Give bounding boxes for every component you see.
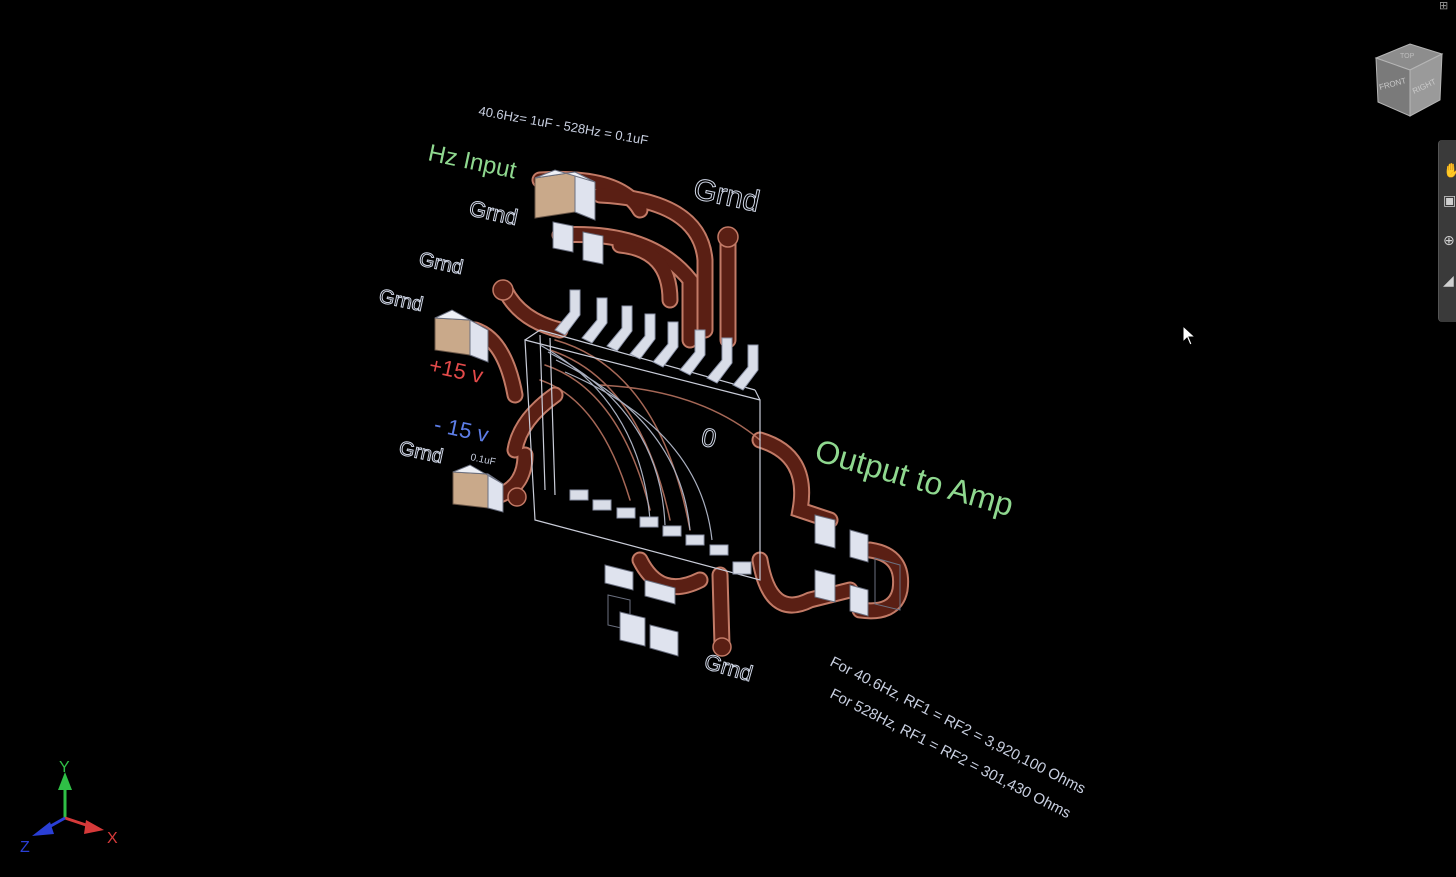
grnd-bottom-label: Grnd	[702, 649, 756, 687]
capacitor-hz-input[interactable]	[534, 169, 596, 221]
note2-label: For 528Hz, RF1 = RF2 = 301,430 Ohms	[827, 685, 1073, 822]
view-cube-right-face[interactable]	[1409, 53, 1443, 117]
pan-hand-icon[interactable]: ✋	[1443, 163, 1456, 179]
mouse-cursor-icon	[1182, 325, 1197, 346]
resistors-output[interactable]	[814, 514, 901, 617]
grnd-top-label: Grnd	[691, 173, 763, 219]
view-cube-top-label: TOP	[1400, 53, 1415, 60]
capacitor-minus15[interactable]	[452, 464, 504, 513]
ic-chip-body[interactable]	[524, 329, 761, 581]
ic-leads-top	[554, 289, 759, 391]
x-axis-label: X	[107, 830, 118, 847]
grnd-left3-label: Grnd	[397, 437, 445, 468]
output-label: Output to Amp	[811, 432, 1018, 523]
y-axis-label: Y	[59, 759, 70, 776]
z-axis-label: Z	[20, 839, 30, 856]
zoom-icon[interactable]: ▣	[1443, 193, 1456, 209]
grnd-left2-label: Grnd	[377, 285, 425, 316]
chip-mark-label: 0	[699, 422, 719, 454]
window-layout-icon[interactable]: ⊞	[1439, 0, 1449, 12]
ic-leads-bottom	[569, 489, 752, 575]
navigation-bar: ✋ ▣ ⊕ ◢	[1438, 140, 1456, 322]
capacitor-plus15[interactable]	[434, 309, 489, 363]
orbit-icon[interactable]: ⊕	[1443, 233, 1455, 249]
view-cube[interactable]: TOP FRONT RIGHT	[1370, 40, 1450, 124]
look-icon[interactable]: ◢	[1443, 273, 1454, 289]
z-axis-arrow	[32, 822, 54, 836]
resistors-bottom[interactable]	[604, 564, 679, 657]
copper-traces	[466, 170, 910, 657]
grnd-left1-label: Grnd	[417, 248, 465, 279]
y-axis-arrow	[58, 772, 72, 790]
note1-label: For 40.6Hz, RF1 = RF2 = 3,920,100 Ohms	[827, 653, 1088, 797]
cap-note-label: 40.6Hz= 1uF - 528Hz = 0.1uF	[477, 103, 649, 148]
hz-input-label: Hz Input	[426, 139, 519, 184]
axis-triad: Y X Z	[20, 759, 118, 856]
minus15-label: - 15 v	[432, 411, 491, 447]
grnd-input-label: Grnd	[467, 195, 520, 230]
scene-labels: 40.6Hz= 1uF - 528Hz = 0.1uF Hz Input Grn…	[376, 103, 1088, 822]
cap-small-label: 0.1uF	[469, 452, 496, 468]
capacitor-input-grnd[interactable]	[552, 221, 604, 265]
x-axis-arrow	[84, 820, 104, 834]
